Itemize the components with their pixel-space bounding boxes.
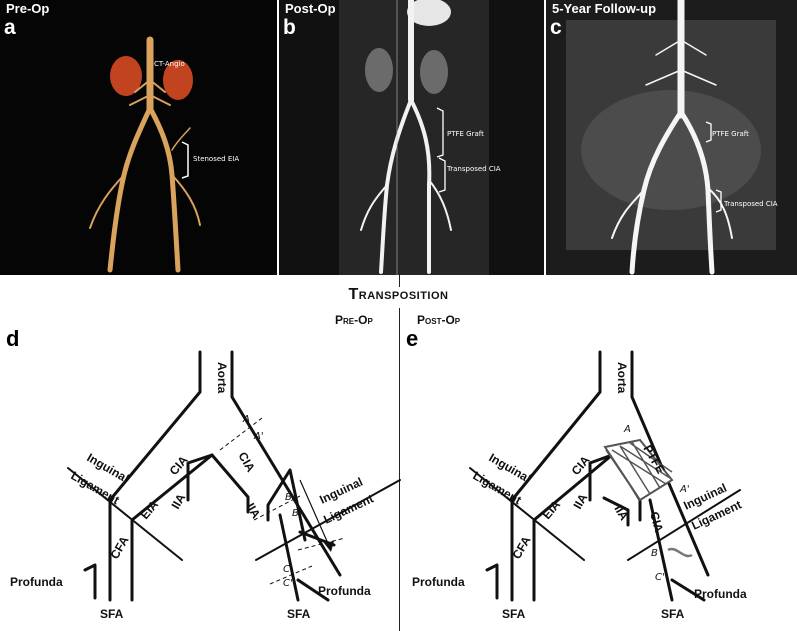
annotation-transposed-cia: Transposed CIA bbox=[447, 165, 501, 173]
preop-profunda-left-label: Profunda bbox=[10, 575, 63, 589]
annotation-stenosed-eia: Stenosed EIA bbox=[193, 155, 240, 163]
postop-iia-right-label: IIA bbox=[611, 503, 631, 524]
annotation-ptfe-graft-5yr: PTFE Graft bbox=[712, 130, 749, 138]
annotation-ptfe-graft: PTFE Graft bbox=[447, 130, 484, 138]
postop-sfa-right-label: SFA bbox=[661, 607, 685, 621]
pre-op-label: Pre-Op bbox=[335, 313, 373, 327]
preop-iia-right bbox=[266, 468, 307, 542]
postop-transposed-cia bbox=[648, 498, 674, 602]
postop-point-c-prime: C' bbox=[655, 572, 665, 583]
preop-sfa-label: SFA bbox=[100, 607, 124, 621]
panel-e-letter: e bbox=[406, 326, 419, 351]
postop-iia-left bbox=[588, 453, 614, 502]
postop-profunda-left-label: Profunda bbox=[412, 575, 465, 589]
postop-sfa-label: SFA bbox=[502, 607, 526, 621]
followup-mra-render bbox=[566, 0, 776, 275]
postop-point-a-prime: A' bbox=[679, 484, 690, 495]
panel-a-letter: a bbox=[4, 16, 16, 39]
preop-eia-label: EIA bbox=[138, 497, 162, 522]
postop-vessel-left-outer bbox=[510, 350, 602, 602]
preop-profunda-left bbox=[83, 563, 97, 600]
preop-vessel-right-outer bbox=[230, 350, 342, 577]
preop-iia-left-label: IIA bbox=[168, 491, 188, 512]
postop-labels: Aorta PTFE CIA CIA EIA IIA IIA CFA SFA S… bbox=[412, 362, 747, 621]
panel-ct-angio-preop: Pre-Op a CT-Angio Stenosed EIA bbox=[0, 0, 277, 275]
post-op-label: Post-Op bbox=[417, 313, 461, 327]
preop-iia-right-label: IIA bbox=[243, 501, 263, 522]
panel-b-letter: b bbox=[283, 16, 296, 39]
panel-postop-mra: Post-Op b PTFE Graft Transposed CIA bbox=[279, 0, 544, 275]
top-separator bbox=[399, 275, 400, 287]
ptfe-graft bbox=[603, 438, 693, 558]
preop-iia-left bbox=[186, 453, 214, 502]
panel-d-letter: d bbox=[6, 326, 20, 351]
preop-vessel-left-inner bbox=[130, 453, 250, 602]
postop-profunda-right-label: Profunda bbox=[694, 587, 747, 601]
preop-right-inner bbox=[278, 513, 300, 602]
postop-mra-render bbox=[339, 0, 489, 275]
postop-ligament-right bbox=[627, 489, 741, 561]
postop-point-b: B bbox=[651, 548, 658, 559]
panel-c-letter: c bbox=[550, 16, 562, 39]
postop-schematic bbox=[469, 350, 741, 602]
postop-profunda-left bbox=[485, 563, 499, 600]
postop-vessel-right-outer bbox=[630, 350, 710, 577]
postop-iia-right bbox=[602, 496, 630, 527]
diagram-separator bbox=[399, 308, 400, 631]
panel-a-title: Pre-Op bbox=[6, 1, 50, 16]
preop-ligament-right bbox=[255, 479, 401, 561]
preop-sfa-right-label: SFA bbox=[287, 607, 311, 621]
preop-arrow bbox=[299, 479, 331, 549]
preop-ligament-left bbox=[67, 467, 183, 561]
preop-profunda-right-label: Profunda bbox=[318, 584, 371, 598]
preop-aorta-label: Aorta bbox=[215, 362, 229, 394]
panel-b-title: Post-Op bbox=[285, 1, 336, 16]
preop-point-b: B bbox=[285, 492, 292, 503]
preop-profunda-right bbox=[296, 578, 330, 602]
postop-iia-left-label: IIA bbox=[570, 491, 590, 512]
preop-point-b-prime: B' bbox=[292, 508, 302, 519]
preop-arrowhead bbox=[324, 541, 334, 552]
preop-point-a-prime: A' bbox=[253, 431, 264, 442]
preop-point-a: A bbox=[242, 414, 250, 425]
postop-cia-right-label: CIA bbox=[647, 510, 666, 534]
postop-eia-label: EIA bbox=[540, 497, 564, 522]
postop-profunda-right bbox=[670, 578, 706, 602]
postop-points: A A' B C' bbox=[623, 424, 690, 583]
panel-5yr-followup: 5-Year Follow-up c PTFE Graft Transposed… bbox=[546, 0, 797, 275]
postop-aorta-label: Aorta bbox=[615, 362, 629, 394]
preop-vessel-left-outer bbox=[108, 350, 202, 602]
postop-ligament-left bbox=[469, 467, 585, 561]
diagram-title: Transposition bbox=[348, 286, 449, 303]
preop-point-c: C bbox=[283, 564, 290, 575]
panel-c-title: 5-Year Follow-up bbox=[552, 1, 657, 16]
ct-angio-render bbox=[89, 36, 201, 273]
preop-cut-lines bbox=[219, 417, 346, 585]
preop-points: A A' B B' C C' bbox=[242, 414, 302, 589]
annotation-transposed-cia-5yr: Transposed CIA bbox=[724, 200, 778, 208]
postop-point-a: A bbox=[623, 424, 631, 435]
annotation-ct-angio: CT-Angio bbox=[154, 60, 185, 68]
preop-cia-right-label: CIA bbox=[235, 450, 258, 475]
preop-point-c-prime: C' bbox=[283, 578, 293, 589]
